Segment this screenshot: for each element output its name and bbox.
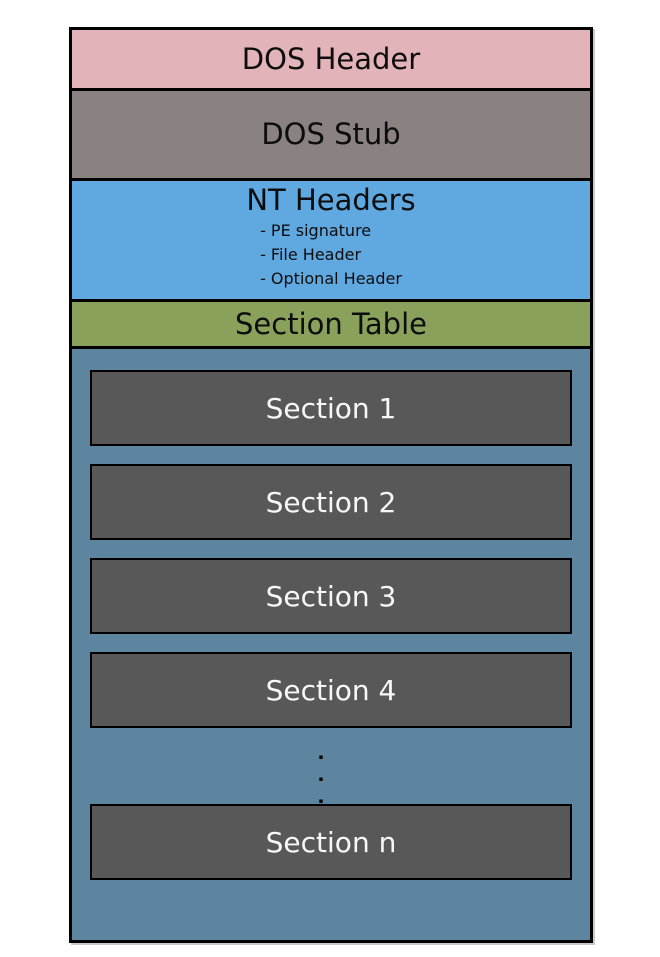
- section-table-block: Section Table: [72, 302, 590, 349]
- vertical-ellipsis: . . .: [80, 742, 562, 808]
- section-box-2-label: Section 2: [265, 485, 397, 519]
- nt-headers-item-list: - PE signature - File Header - Optional …: [260, 219, 402, 291]
- section-box-3: Section 3: [90, 558, 572, 634]
- section-box-3-label: Section 3: [265, 579, 397, 613]
- nt-headers-item-file-header: - File Header: [260, 245, 362, 264]
- ellipsis-dot: .: [317, 786, 325, 808]
- ellipsis-dot: .: [317, 742, 325, 764]
- section-table-label: Section Table: [235, 306, 427, 341]
- dos-stub-block: DOS Stub: [72, 91, 590, 181]
- ellipsis-dot: .: [317, 764, 325, 786]
- dos-header-label: DOS Header: [241, 41, 421, 76]
- sections-container: Section 1 Section 2 Section 3 Section 4 …: [72, 349, 590, 940]
- section-box-2: Section 2: [90, 464, 572, 540]
- nt-headers-block: NT Headers - PE signature - File Header …: [72, 181, 590, 302]
- pe-file-structure-diagram: DOS Header DOS Stub NT Headers - PE sign…: [69, 27, 593, 943]
- nt-headers-item-optional-header: - Optional Header: [260, 269, 402, 288]
- dos-stub-label: DOS Stub: [261, 117, 401, 151]
- section-box-4-label: Section 4: [265, 673, 397, 707]
- section-box-n: Section n: [90, 804, 572, 880]
- nt-headers-label: NT Headers: [246, 183, 416, 217]
- dos-header-block: DOS Header: [72, 30, 590, 91]
- nt-headers-item-pe-signature: - PE signature: [260, 221, 372, 240]
- section-box-1: Section 1: [90, 370, 572, 446]
- section-box-1-label: Section 1: [265, 391, 397, 425]
- section-box-4: Section 4: [90, 652, 572, 728]
- section-box-n-label: Section n: [265, 825, 397, 859]
